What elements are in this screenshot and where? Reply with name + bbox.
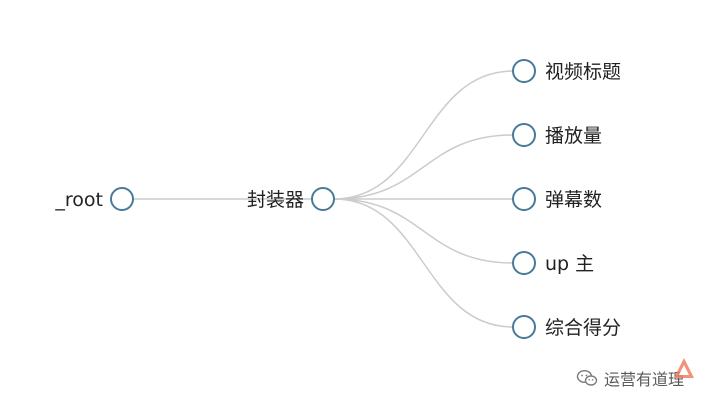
watermark-text: 运营有道理 [604, 370, 685, 389]
leaf-node-label: 综合得分 [545, 317, 621, 339]
link-hub-leaf [333, 134, 514, 200]
leaf-node-circle[interactable] [512, 187, 536, 211]
leaf-node-circle[interactable] [512, 59, 536, 83]
leaf-node-label: up 主 [545, 253, 594, 275]
watermark: 运营有道理 [576, 366, 684, 390]
hub-node-circle[interactable] [311, 187, 335, 211]
link-hub-leaf [333, 198, 514, 328]
leaf-node-label: 视频标题 [545, 61, 621, 83]
wechat-icon [576, 369, 598, 386]
link-hub-leaf [333, 70, 514, 200]
watermark-triangle-icon [674, 358, 694, 378]
root-node-label: _root [54, 189, 103, 211]
leaf-node-label: 弹幕数 [545, 189, 602, 211]
tree-links [133, 70, 514, 328]
hub-node-label: 封装器 [247, 189, 304, 211]
root-node-circle[interactable] [110, 187, 134, 211]
leaf-node-label: 播放量 [545, 125, 602, 147]
leaf-node-circle[interactable] [512, 123, 536, 147]
link-hub-leaf [333, 198, 514, 264]
leaf-node-circle[interactable] [512, 315, 536, 339]
leaf-node-circle[interactable] [512, 251, 536, 275]
